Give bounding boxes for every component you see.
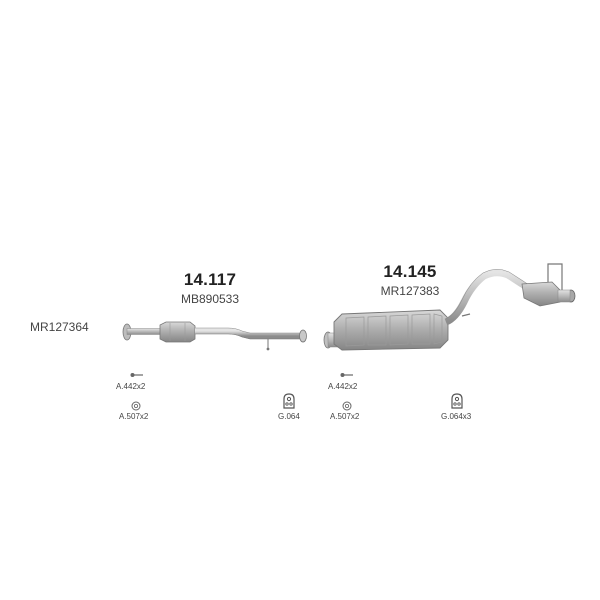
rubber-hanger-icon: [283, 393, 295, 409]
oem-number-label: MR127364: [30, 320, 89, 334]
outlet-flange: [299, 329, 307, 343]
rear-silencer-14145[interactable]: [323, 263, 576, 351]
accessory-item[interactable]: [131, 398, 141, 416]
washer-icon: [342, 401, 352, 411]
accessory-label: G.064x3: [441, 412, 472, 421]
part-label-group[interactable]: 14.117 MB890533: [150, 270, 270, 306]
part-number: 14.145: [383, 262, 437, 281]
front-pipe-14117[interactable]: [122, 321, 307, 351]
accessory-label: A.442x2: [328, 382, 358, 391]
accessory-item[interactable]: [115, 366, 159, 384]
accessory-item[interactable]: [342, 398, 352, 416]
accessory-label: G.064: [278, 412, 300, 421]
part-number: 14.117: [183, 270, 237, 289]
bolt-icon: [340, 373, 353, 377]
end-resonator: [521, 281, 563, 307]
rubber-hanger-icon: [451, 393, 463, 409]
accessory-label: A.507x2: [119, 412, 149, 421]
catalytic-converter: [159, 321, 196, 343]
part-oem-number: MR127383: [380, 284, 440, 298]
accessory-item[interactable]: [282, 393, 296, 414]
silencer-body: [333, 309, 449, 351]
part-label-group[interactable]: 14.145 MR127383: [350, 262, 470, 298]
accessory-label: A.442x2: [116, 382, 146, 391]
accessory-label: A.507x2: [330, 412, 360, 421]
accessory-item[interactable]: [450, 393, 464, 414]
bolt-icon: [130, 373, 143, 377]
part-oem-number: MB890533: [180, 292, 240, 306]
accessory-item[interactable]: [340, 366, 354, 384]
washer-icon: [131, 401, 141, 411]
